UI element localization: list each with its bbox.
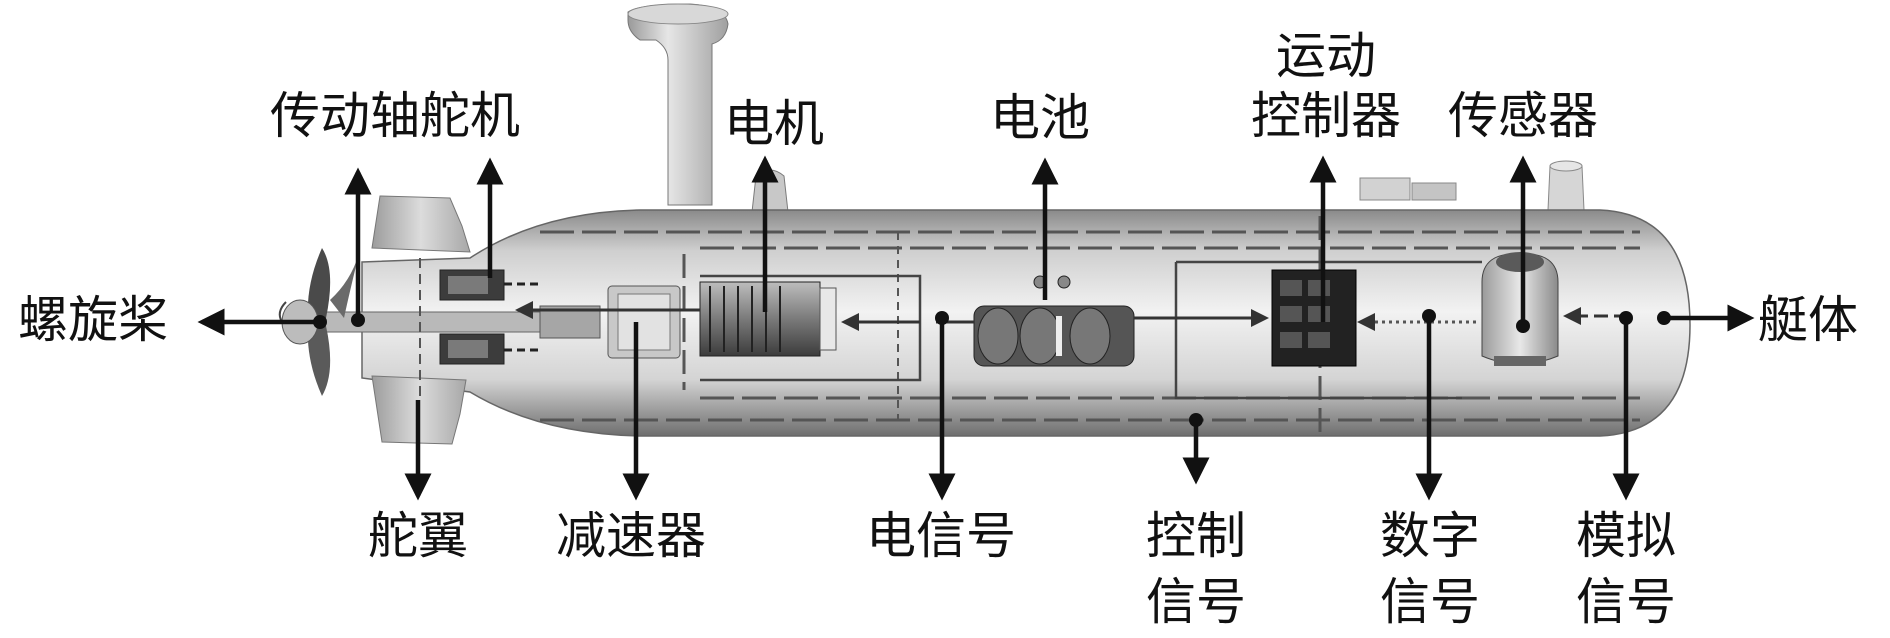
label-reducer: 减速器	[556, 508, 706, 564]
upper-rudder-fin	[372, 196, 470, 252]
reducer-unit	[608, 286, 680, 358]
mast	[628, 4, 728, 205]
label-servo: 舵机	[420, 88, 520, 144]
label-battery: 电池	[990, 90, 1090, 146]
hull-fittings	[752, 161, 1584, 212]
label-hull: 艇体	[1758, 292, 1858, 348]
label-analog-signal-line2: 信号	[1566, 574, 1686, 630]
motion-controller-unit	[1272, 270, 1356, 366]
label-analog-signal-line1: 模拟	[1566, 508, 1686, 564]
sensor-unit	[1482, 252, 1558, 366]
label-rudder: 舵翼	[368, 508, 468, 564]
label-motion-controller-line1: 运动	[1226, 28, 1426, 84]
label-digital-signal-line2: 信号	[1370, 574, 1490, 630]
label-drive-shaft: 传动轴	[270, 88, 420, 144]
motor-unit	[700, 282, 836, 356]
label-motor: 电机	[724, 96, 824, 152]
label-motion-controller-line2: 控制器	[1226, 88, 1426, 144]
label-digital-signal-line1: 数字	[1370, 508, 1490, 564]
label-electric-signal: 电信号	[866, 508, 1016, 564]
label-propeller: 螺旋桨	[18, 292, 168, 348]
label-sensor: 传感器	[1448, 88, 1598, 144]
label-control-signal-line2: 信号	[1136, 574, 1256, 630]
label-control-signal-line1: 控制	[1136, 508, 1256, 564]
